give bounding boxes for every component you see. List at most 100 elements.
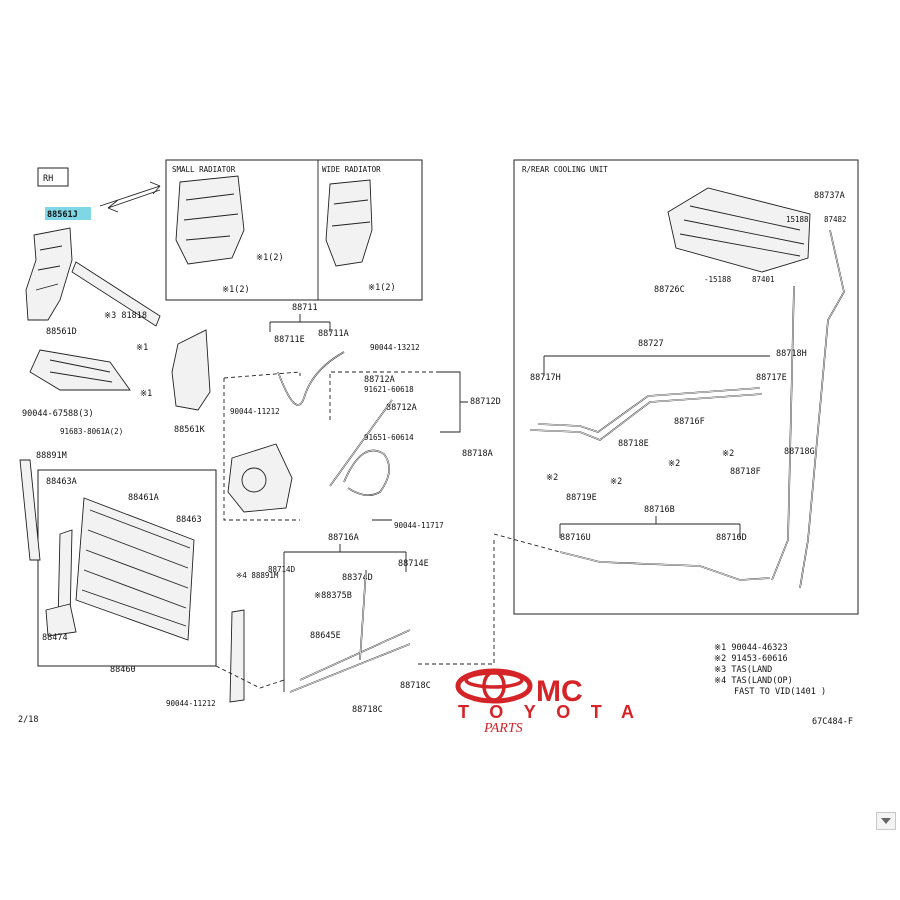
label-88714D[interactable]: 88714D	[268, 565, 296, 574]
legend-row-5: FAST TO VID(1401 )	[734, 687, 826, 697]
label-88718C-2[interactable]: 88718C	[352, 705, 383, 715]
label-88460[interactable]: 88460	[110, 665, 136, 675]
label-s1-small2[interactable]: ※1(2)	[222, 285, 250, 295]
side-seal-left	[19, 459, 41, 561]
label-88711[interactable]: 88711	[292, 303, 318, 313]
label-87401[interactable]: 87401	[752, 275, 775, 284]
lower-seal-panel	[29, 349, 131, 391]
label-s2-a[interactable]: ※2	[546, 473, 558, 483]
label-15188[interactable]: 15188	[786, 215, 809, 224]
label-88712D[interactable]: 88712D	[470, 397, 501, 407]
label-s2-b[interactable]: ※2	[610, 477, 622, 487]
label-88718C-1[interactable]: 88718C	[400, 681, 431, 691]
label-88714E[interactable]: 88714E	[398, 559, 429, 569]
label-88561D[interactable]: 88561D	[46, 327, 77, 337]
label-88737A[interactable]: 88737A	[814, 191, 845, 201]
rear-cooling-title: R/REAR COOLING UNIT	[522, 165, 608, 174]
discharge-hose	[277, 351, 345, 406]
label-88718F[interactable]: 88718F	[730, 467, 761, 477]
condenser-box	[37, 469, 217, 667]
label-90044-11212-a[interactable]: 90044-11212	[230, 407, 280, 416]
label-s1-b[interactable]: ※1	[140, 389, 152, 399]
highlight-marker	[45, 207, 91, 220]
label-88474[interactable]: 88474	[42, 633, 68, 643]
highlight-part-label[interactable]: 88561J	[47, 210, 78, 220]
label-88374D[interactable]: 88374D	[342, 573, 373, 583]
label-88718H[interactable]: 88718H	[776, 349, 807, 359]
label-88727[interactable]: 88727	[638, 339, 664, 349]
label-88375B[interactable]: ※88375B	[314, 591, 352, 601]
logo-mc: MC	[536, 675, 583, 708]
label-88718G[interactable]: 88718G	[784, 447, 815, 457]
label-81818[interactable]: ※3 81818	[104, 311, 147, 321]
label-87482[interactable]: 87482	[824, 215, 847, 224]
label-88726C[interactable]: 88726C	[654, 285, 685, 295]
label-88463A[interactable]: 88463A	[46, 477, 77, 487]
rh-tag: RH	[43, 174, 53, 184]
rear-suction-pipe	[559, 551, 771, 581]
label-88717E[interactable]: 88717E	[756, 373, 787, 383]
label-88461A[interactable]: 88461A	[128, 493, 159, 503]
wide-radiator-seal	[325, 179, 373, 267]
small-radiator-title: SMALL RADIATOR	[172, 165, 236, 174]
label-88645E[interactable]: 88645E	[310, 631, 341, 641]
rear-evaporator	[667, 187, 811, 273]
label-88717H[interactable]: 88717H	[530, 373, 561, 383]
label-88718E[interactable]: 88718E	[618, 439, 649, 449]
side-seal-88561K	[171, 329, 211, 411]
condenser-core	[75, 497, 195, 641]
label-88561K[interactable]: 88561K	[174, 425, 206, 435]
label-88463[interactable]: 88463	[176, 515, 202, 525]
label-90044-1[interactable]: 90044-11717	[394, 521, 444, 530]
label-s2-c[interactable]: ※2	[668, 459, 680, 469]
rear-cooling-unit-box	[513, 159, 859, 615]
side-seal-right	[229, 609, 245, 703]
label-88712A[interactable]: 88712A	[364, 375, 395, 385]
mc-toyota-logo: MC TOYOTA PARTS	[455, 668, 634, 736]
label-90044-13212[interactable]: 90044-13212	[370, 343, 420, 352]
suction-hose	[329, 399, 393, 496]
footer-left-code: 2/18	[18, 715, 38, 725]
legend-row-3: ※3 TAS(LAND	[714, 665, 772, 675]
label-91651[interactable]: 91651-60614	[364, 433, 414, 442]
label-88716F[interactable]: 88716F	[674, 417, 705, 427]
label-91621[interactable]: 91621-60618	[364, 385, 414, 394]
label-88712A-2[interactable]: 88712A	[386, 403, 417, 413]
wide-radiator-title: WIDE RADIATOR	[322, 165, 381, 174]
ac-compressor	[227, 443, 293, 513]
label-88891M-2[interactable]: ※4 88891M	[236, 571, 279, 580]
liquid-pipe	[289, 569, 411, 693]
label-88716B[interactable]: 88716B	[644, 505, 675, 515]
label-91683[interactable]: 91683-8061A(2)	[60, 427, 123, 436]
label-88891M-1[interactable]: 88891M	[36, 451, 67, 461]
label-88716U[interactable]: 88716U	[560, 533, 591, 543]
chevron-down-icon	[881, 818, 891, 824]
radiator-variant-box	[165, 159, 423, 301]
rear-liquid-pipe	[529, 387, 763, 441]
label-88716A[interactable]: 88716A	[328, 533, 359, 543]
label-s1-small[interactable]: ※1(2)	[256, 253, 284, 263]
seal-strip	[71, 261, 161, 327]
label-88711E[interactable]: 88711E	[274, 335, 305, 345]
label-s1-wide[interactable]: ※1(2)	[368, 283, 396, 293]
label-88716D[interactable]: 88716D	[716, 533, 747, 543]
label-s1-a[interactable]: ※1	[136, 343, 148, 353]
label-88719E[interactable]: 88719E	[566, 493, 597, 503]
label-90044-67588[interactable]: 90044-67588(3)	[22, 409, 94, 419]
footer-right-code: 67C484-F	[812, 717, 853, 727]
scroll-down-button[interactable]	[876, 812, 896, 830]
small-radiator-seal	[175, 175, 245, 265]
legend-row-4: ※4 TAS(LAND(OP)	[714, 676, 793, 686]
logo-parts: PARTS	[483, 721, 523, 736]
label-88718A[interactable]: 88718A	[462, 449, 493, 459]
label-s2-d[interactable]: ※2	[722, 449, 734, 459]
radiator-support-seal	[25, 227, 73, 321]
label-15188-b[interactable]: -15188	[704, 275, 732, 284]
label-88711A[interactable]: 88711A	[318, 329, 349, 339]
legend-row-2: ※2 91453-60616	[714, 654, 788, 664]
pointer-arrow-icon	[99, 181, 161, 207]
rh-tag-box	[37, 167, 69, 187]
label-90044-11212-b[interactable]: 90044-11212	[166, 699, 216, 708]
legend-row-1: ※1 90044-46323	[714, 643, 788, 653]
